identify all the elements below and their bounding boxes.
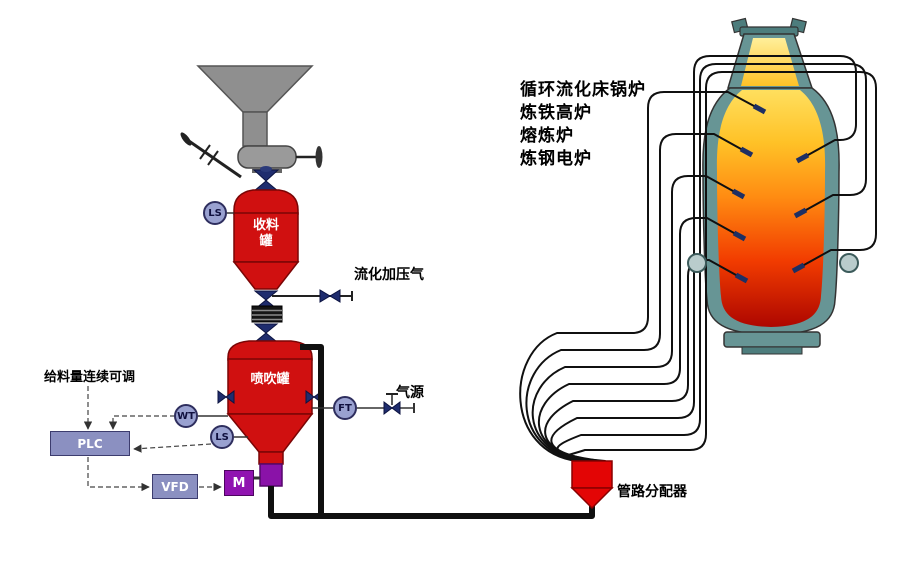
- motor-box: M: [224, 470, 254, 496]
- lance-tip-5: [734, 272, 749, 284]
- rotary-feeder-body: [237, 145, 297, 169]
- injection-tank-body: [227, 358, 313, 415]
- distributor-cone: [570, 487, 614, 510]
- application-item-1: 循环流化床锅炉: [520, 80, 646, 100]
- instrument-lines: [198, 212, 415, 438]
- aeration-nozzle-right: [305, 390, 315, 404]
- injection-tank-outlet: [258, 451, 284, 465]
- control-signal-lines: [83, 386, 222, 492]
- main-pipe-upper: [300, 344, 324, 516]
- lance-tip-2: [739, 146, 754, 158]
- lance-tip-7: [793, 207, 808, 219]
- flow-transmitter: FT: [333, 396, 357, 420]
- furnace-foot: [741, 346, 803, 355]
- furnace-trunnion-left: [687, 253, 707, 273]
- hopper-funnel: [196, 65, 314, 113]
- feed-hopper: [180, 65, 323, 179]
- receiving-tank-label: 收料罐: [252, 218, 279, 249]
- furnace-trunnion-right: [839, 253, 859, 273]
- feed-rate-note: 给料量连续可调: [44, 370, 136, 385]
- aeration-nozzle-left2: [225, 390, 235, 404]
- valve-cap-icon: [260, 166, 272, 172]
- injection-tank: [217, 340, 323, 487]
- receiving-tank-cone: [232, 261, 300, 290]
- fluidization-gas-label: 流化加压气: [354, 267, 424, 283]
- furnace-base: [723, 331, 821, 348]
- hopper-stem: [242, 111, 268, 147]
- conveying-pipe-bundle: [519, 55, 877, 462]
- gas-valve-right: [391, 401, 401, 415]
- injection-tank-cone: [226, 413, 314, 453]
- valve-injection-inlet-upper: [253, 323, 279, 334]
- receiving-tank: [232, 166, 300, 310]
- signal-wt-to-plc: [108, 415, 175, 430]
- weight-transmitter: WT: [174, 404, 198, 428]
- conveying-pipe-3: [531, 175, 734, 462]
- injection-tank-dome: [227, 340, 313, 361]
- fluidization-gas-line: [272, 289, 353, 303]
- fluidization-valve-left: [319, 289, 331, 303]
- conveying-pipe-7: [556, 63, 867, 462]
- plc-box: PLC: [50, 431, 130, 456]
- vfd-box: VFD: [152, 474, 198, 499]
- level-switch-injection: LS: [210, 425, 234, 449]
- gas-valve-left: [383, 401, 393, 415]
- valve-receiving-outlet-upper: [253, 290, 279, 301]
- application-item-3: 熔炼炉: [520, 126, 574, 146]
- lance-tip-4: [732, 230, 747, 242]
- conveying-pipe-6: [550, 55, 857, 462]
- conveying-pipe-4: [537, 217, 735, 462]
- handwheel-icon: [315, 146, 323, 168]
- conveying-pipe-2: [525, 133, 742, 462]
- gas-source-valve: [383, 393, 401, 415]
- level-switch-receiving: LS: [203, 201, 227, 225]
- lance-tip-6: [795, 152, 810, 164]
- injection-tank-label: 喷吹罐: [250, 372, 290, 387]
- conveying-pipe-8: [562, 71, 877, 462]
- application-list: 循环流化床锅炉 炼铁高炉 熔炼炉 炼钢电炉: [520, 79, 646, 171]
- receiving-tank-dome: [233, 189, 299, 215]
- lance-tip-3: [731, 188, 746, 200]
- lance-tip-8: [791, 262, 806, 274]
- lance-tip-1: [752, 103, 767, 115]
- application-item-4: 炼钢电炉: [520, 149, 592, 169]
- receiving-tank-body: [233, 212, 299, 263]
- pipeline-distributor: [570, 460, 614, 510]
- application-item-2: 炼铁高炉: [520, 103, 592, 123]
- fluidization-valve-right: [329, 289, 341, 303]
- aeration-nozzle-left: [217, 390, 227, 404]
- inlet-flange: [180, 132, 192, 146]
- inlet-tick-2: [207, 150, 219, 166]
- signal-plc-to-vfd: [87, 457, 150, 492]
- signal-ls-to-plc: [133, 443, 212, 453]
- furnace-throat: [741, 38, 799, 86]
- main-pipe-lower: [268, 486, 595, 519]
- main-conveying-pipe: [268, 344, 595, 519]
- gas-source-label: 气源: [396, 385, 424, 401]
- discharge-feeder: [259, 463, 283, 487]
- transfer-section: [251, 305, 283, 343]
- conveying-pipe-1: [519, 91, 755, 462]
- distributor-body: [571, 460, 613, 489]
- distributor-label: 管路分配器: [617, 484, 687, 500]
- inlet-tick-1: [199, 144, 211, 160]
- injection-lance-tips: [731, 103, 810, 284]
